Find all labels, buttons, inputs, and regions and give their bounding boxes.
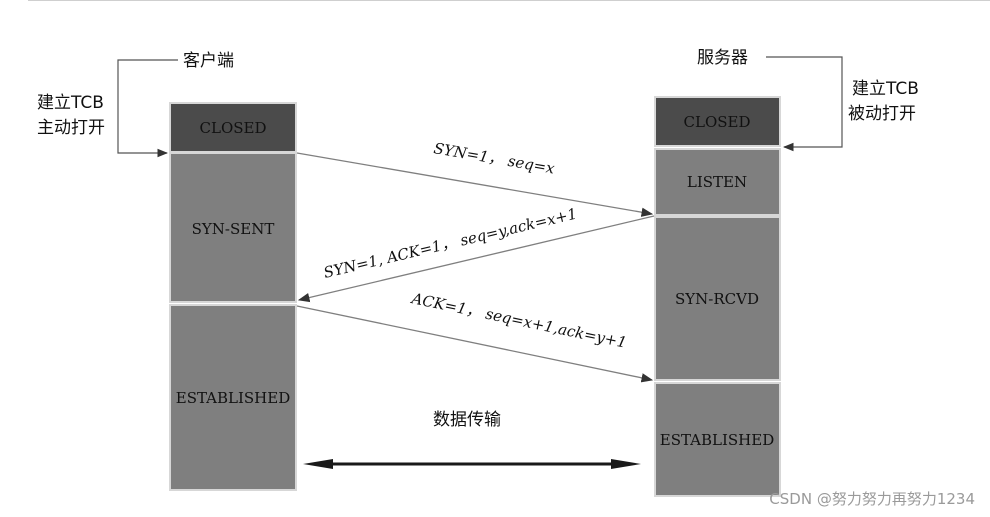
client-open-connector (117, 59, 178, 158)
client-state-established-label: ESTABLISHED (176, 389, 291, 407)
client-state-closed-label: CLOSED (200, 119, 267, 137)
ack-arrow (296, 305, 654, 383)
server-state-syn-rcvd (654, 216, 781, 381)
client-state-syn-sent-label: SYN-SENT (192, 220, 275, 238)
server-state-listen-label: LISTEN (687, 173, 747, 191)
client-note-line1: 建立TCB (37, 93, 104, 113)
server-state-closed (654, 96, 781, 147)
server-state-closed-label: CLOSED (684, 113, 751, 131)
server-state-listen (654, 148, 781, 216)
server-state-established (654, 382, 781, 497)
server-note-line2: 被动打开 (848, 104, 916, 124)
server-column: CLOSED LISTEN SYN-RCVD ESTABLISHED (654, 96, 781, 497)
data-transfer-label: 数据传输 (433, 410, 501, 430)
client-column: CLOSED SYN-SENT ESTABLISHED (169, 102, 297, 491)
watermark: CSDN @努力努力再努力1234 (769, 490, 975, 508)
server-title: 服务器 (697, 48, 748, 68)
client-state-established (169, 304, 297, 491)
server-state-syn-rcvd-label: SYN-RCVD (675, 290, 759, 308)
data-transfer-arrow (303, 459, 641, 469)
syn-ack-arrow (297, 215, 655, 303)
server-open-connector (766, 56, 843, 152)
client-title: 客户端 (183, 51, 234, 71)
client-state-syn-sent (169, 152, 297, 303)
client-note-line2: 主动打开 (37, 118, 105, 138)
server-state-established-label: ESTABLISHED (660, 431, 775, 449)
syn-arrow (296, 152, 654, 217)
syn-message-label: SYN=1， seq=x (432, 139, 556, 177)
server-note-line1: 建立TCB (852, 79, 919, 99)
ack-message-label: ACK=1， seq=x+1,ack=y+1 (408, 289, 628, 352)
top-divider (28, 0, 990, 1)
